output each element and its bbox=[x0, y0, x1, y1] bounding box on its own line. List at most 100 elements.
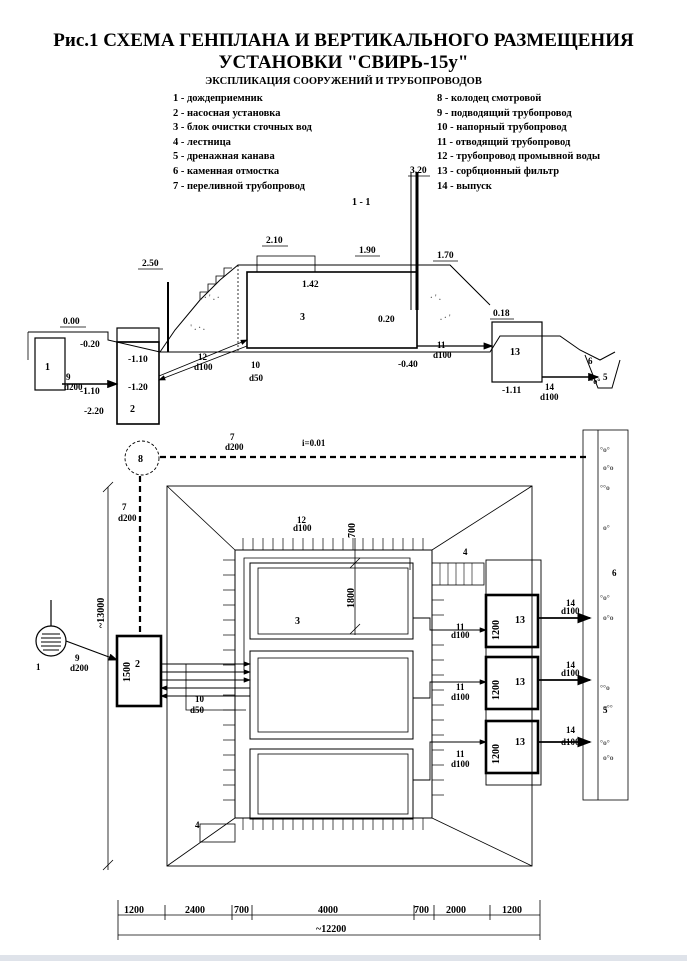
legend-item: 4 - лестница bbox=[173, 136, 231, 148]
legend-item: 8 - колодец смотровой bbox=[437, 93, 542, 104]
svg-text:700: 700 bbox=[347, 523, 358, 538]
svg-text:14: 14 bbox=[566, 660, 576, 670]
svg-text:d100: d100 bbox=[451, 759, 470, 769]
svg-text:~12200: ~12200 bbox=[316, 924, 346, 935]
svg-text:d50: d50 bbox=[249, 373, 264, 383]
drainage-ditch bbox=[584, 354, 621, 389]
svg-text:1800: 1800 bbox=[346, 588, 357, 608]
svg-text:5: 5 bbox=[603, 372, 608, 382]
legend-item: 7 - переливной трубопровод bbox=[173, 180, 305, 192]
svg-text:12: 12 bbox=[297, 515, 307, 525]
svg-text:0.00: 0.00 bbox=[63, 317, 80, 327]
legend-item: 9 - подводящий трубопровод bbox=[437, 107, 572, 119]
svg-text:1: 1 bbox=[45, 362, 50, 373]
svg-text:0.18: 0.18 bbox=[493, 309, 510, 319]
svg-text:-1.10: -1.10 bbox=[80, 387, 100, 397]
ground-line bbox=[28, 331, 616, 361]
svg-text:°°o: °°o bbox=[600, 483, 610, 492]
svg-text:2.10: 2.10 bbox=[266, 236, 283, 246]
svg-text:13: 13 bbox=[515, 677, 525, 688]
legend-item: 10 - напорный трубопровод bbox=[437, 122, 567, 134]
embankment-outline bbox=[166, 485, 533, 867]
svg-text:d100: d100 bbox=[561, 737, 580, 747]
svg-text:1500: 1500 bbox=[122, 662, 133, 682]
svg-text:14: 14 bbox=[545, 382, 555, 392]
svg-text:700: 700 bbox=[414, 905, 429, 916]
svg-text:-1.20: -1.20 bbox=[128, 383, 148, 393]
svg-text:14: 14 bbox=[566, 598, 576, 608]
pump-unit-plan bbox=[115, 634, 163, 708]
svg-text:d100: d100 bbox=[293, 523, 312, 533]
svg-text:. · ' . ·: . · ' . · bbox=[200, 293, 220, 302]
svg-text:1.42: 1.42 bbox=[302, 280, 319, 290]
sorption-filter-3 bbox=[484, 719, 540, 775]
svg-text:-1.11: -1.11 bbox=[502, 386, 522, 396]
svg-text:6: 6 bbox=[588, 356, 593, 366]
svg-text:0.20: 0.20 bbox=[378, 315, 395, 325]
legend-item: 5 - дренажная канава bbox=[173, 151, 275, 163]
sorption-filter-1 bbox=[484, 593, 540, 649]
svg-text:i=0.01: i=0.01 bbox=[302, 438, 326, 448]
section-label: 1 - 1 bbox=[352, 197, 370, 208]
legend-left-column: 1 - дождеприемник 2 - насосная установка… bbox=[173, 92, 312, 194]
svg-text:-2.20: -2.20 bbox=[84, 407, 104, 417]
svg-text:d200: d200 bbox=[70, 663, 89, 673]
svg-text:o°o: o°o bbox=[603, 753, 614, 762]
svg-text:12: 12 bbox=[198, 352, 208, 362]
plan-view: 8 bbox=[35, 429, 629, 940]
rain-receiver-plan bbox=[35, 625, 67, 657]
svg-text:13: 13 bbox=[515, 615, 525, 626]
svg-text:o°o: o°o bbox=[603, 613, 614, 622]
svg-text:2: 2 bbox=[135, 659, 140, 670]
svg-text:o°o: o°o bbox=[603, 463, 614, 472]
treatment-block bbox=[246, 271, 418, 349]
legend-item: 6 - каменная отмостка bbox=[173, 165, 280, 177]
svg-text:1: 1 bbox=[36, 662, 41, 672]
svg-text:13: 13 bbox=[515, 737, 525, 748]
svg-text:· ' .: · ' . bbox=[430, 293, 441, 302]
svg-text:d200: d200 bbox=[225, 442, 244, 452]
svg-text:1200: 1200 bbox=[491, 680, 502, 700]
stairs-bottom bbox=[199, 823, 236, 843]
svg-text:5: 5 bbox=[603, 705, 608, 715]
platform bbox=[234, 549, 433, 819]
svg-text:13: 13 bbox=[510, 347, 520, 358]
svg-text:d100: d100 bbox=[194, 362, 213, 372]
treatment-block-3-upper bbox=[249, 562, 414, 640]
svg-text:1200: 1200 bbox=[491, 620, 502, 640]
svg-text:700: 700 bbox=[234, 905, 249, 916]
svg-text:d100: d100 bbox=[451, 692, 470, 702]
svg-text:d100: d100 bbox=[540, 392, 559, 402]
section-view: 1 - 1 . · ' . · ' . · . · ' . . · ' 1 2 … bbox=[27, 166, 621, 425]
legend-heading: ЭКСПЛИКАЦИЯ СООРУЖЕНИЙ И ТРУБОПРОВОДОВ bbox=[205, 76, 482, 87]
svg-text:d200: d200 bbox=[64, 382, 83, 392]
svg-text:3: 3 bbox=[295, 616, 300, 627]
svg-text:9: 9 bbox=[66, 372, 71, 382]
legend-item: 3 - блок очистки сточных вод bbox=[173, 122, 312, 134]
legend-item: 2 - насосная установка bbox=[173, 107, 281, 119]
svg-text:°o°: °o° bbox=[590, 377, 600, 386]
svg-text:°o°: °o° bbox=[600, 593, 610, 602]
svg-text:3.20: 3.20 bbox=[410, 166, 427, 176]
pump-unit bbox=[116, 327, 160, 343]
sorption-filter-section bbox=[491, 321, 543, 383]
svg-text:-0.40: -0.40 bbox=[398, 360, 418, 370]
viewer-scrollbar-strip bbox=[0, 955, 687, 961]
svg-text:11: 11 bbox=[456, 622, 465, 632]
legend-item: 12 - трубопровод промывной воды bbox=[437, 151, 601, 163]
svg-text:2.50: 2.50 bbox=[142, 259, 159, 269]
legend-item: 1 - дождеприемник bbox=[173, 93, 263, 104]
svg-text:d100: d100 bbox=[433, 350, 452, 360]
svg-text:-0.20: -0.20 bbox=[80, 340, 100, 350]
legend-item: 13 - сорбционный фильтр bbox=[437, 165, 560, 177]
svg-text:~13000: ~13000 bbox=[96, 598, 107, 628]
svg-text:6: 6 bbox=[612, 568, 617, 578]
treatment-block-lower bbox=[249, 748, 414, 820]
svg-text:o°: o° bbox=[603, 523, 610, 532]
svg-text:9: 9 bbox=[75, 653, 80, 663]
legend-right-column: 8 - колодец смотровой 9 - подводящий тру… bbox=[437, 92, 600, 194]
drainage-ditch-plan bbox=[582, 429, 629, 801]
svg-text:7: 7 bbox=[122, 502, 127, 512]
svg-text:10: 10 bbox=[195, 694, 205, 704]
svg-text:4000: 4000 bbox=[318, 905, 338, 916]
